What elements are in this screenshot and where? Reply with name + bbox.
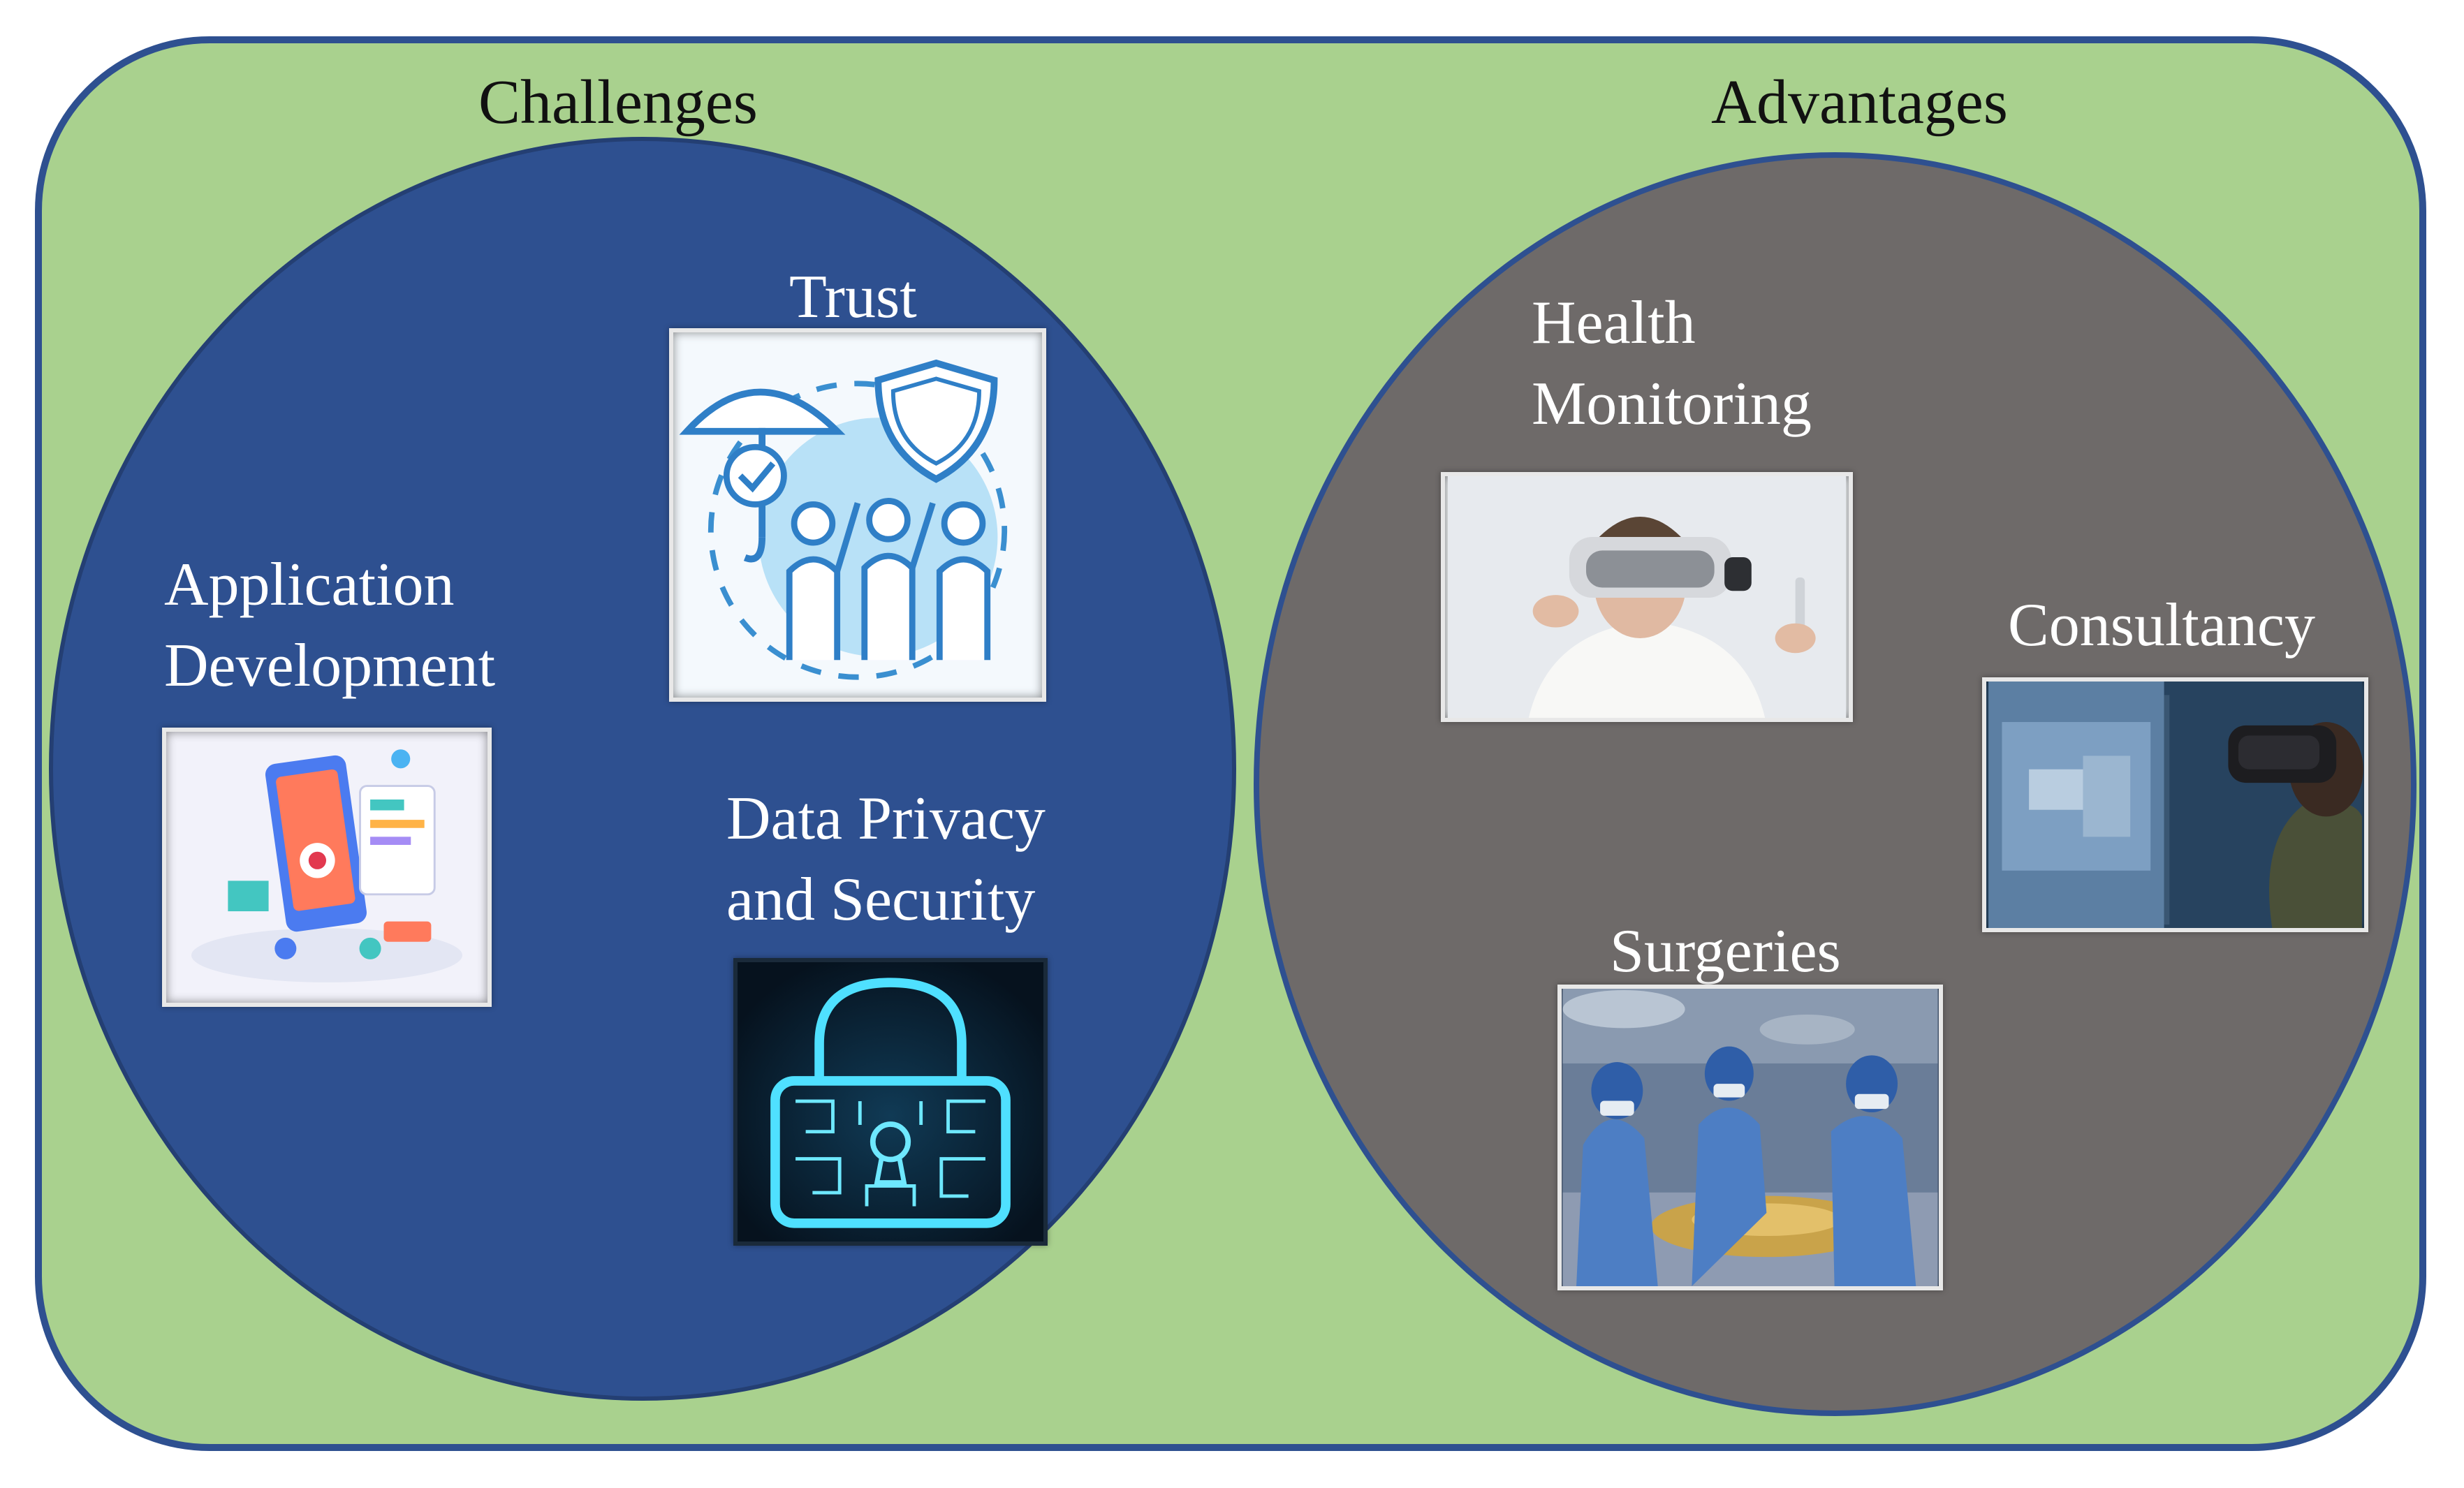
trust-label: Trust (789, 263, 917, 331)
consultancy-label: Consultancy (2008, 591, 2315, 659)
data-privacy-security-label: Data Privacy and Security (726, 785, 1046, 934)
advantages-title: Advantages (1711, 68, 2008, 137)
operating-room-photo (1557, 985, 1943, 1290)
circuit-padlock-icon (733, 958, 1048, 1246)
health-monitoring-label: Health Monitoring (1532, 289, 1812, 439)
mobile-app-icon (162, 728, 492, 1007)
vr-headset-person-photo (1982, 677, 2368, 932)
challenges-title: Challenges (478, 68, 758, 137)
application-development-label: Application Development (164, 551, 496, 700)
surgeries-label: Surgeries (1610, 918, 1841, 985)
trust-icon (669, 328, 1046, 702)
vr-headset-child-photo (1441, 472, 1853, 722)
